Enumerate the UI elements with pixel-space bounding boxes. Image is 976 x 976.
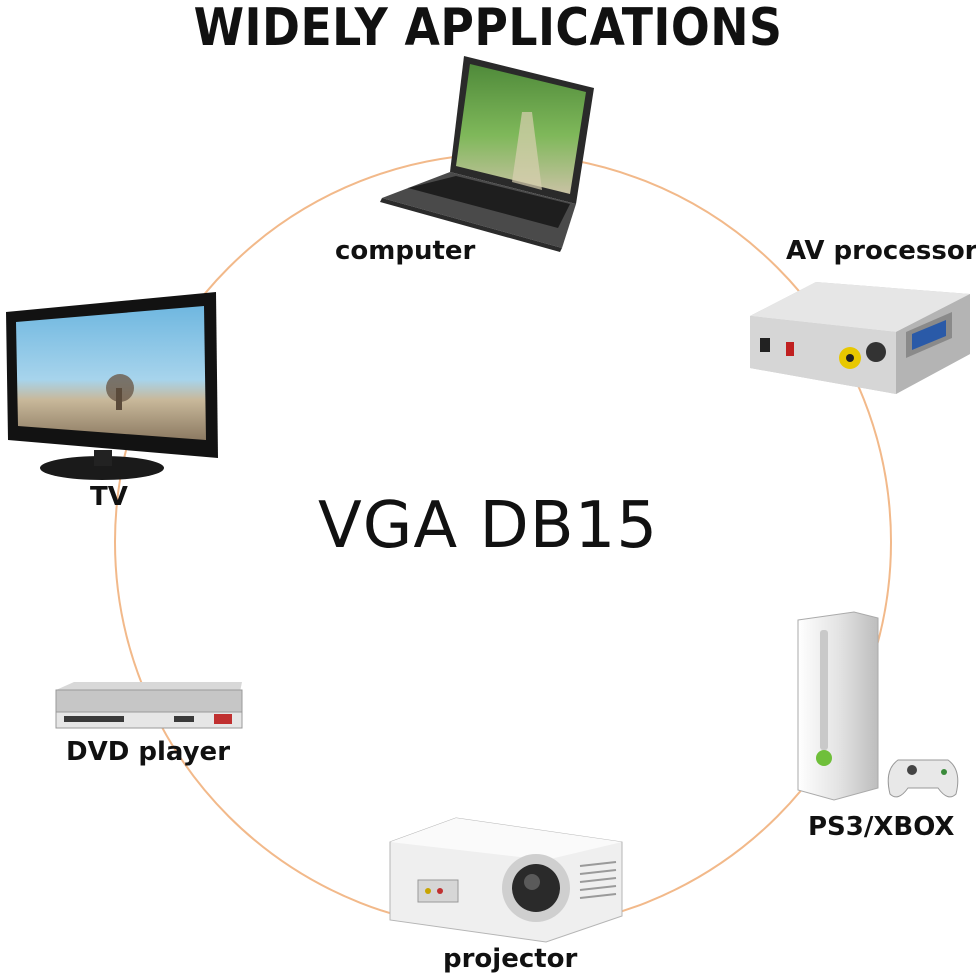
device-label-av-processor: AV processor xyxy=(786,236,976,266)
tv-icon xyxy=(6,292,218,480)
device-label-computer: computer xyxy=(335,236,476,266)
device-label-tv: TV xyxy=(90,482,128,512)
projector-icon xyxy=(389,817,623,943)
dvd-player-icon xyxy=(55,682,243,729)
vga-converter-box-icon xyxy=(750,282,970,394)
device-label-dvd-player: DVD player xyxy=(66,737,231,767)
device-label-ps3-xbox: PS3/XBOX xyxy=(808,812,955,842)
laptop-icon xyxy=(380,56,594,252)
center-label: VGA DB15 xyxy=(317,489,659,563)
device-label-projector: projector xyxy=(443,944,578,974)
game-console-icon xyxy=(797,611,959,801)
page-title: WIDELY APPLICATIONS xyxy=(193,0,783,58)
